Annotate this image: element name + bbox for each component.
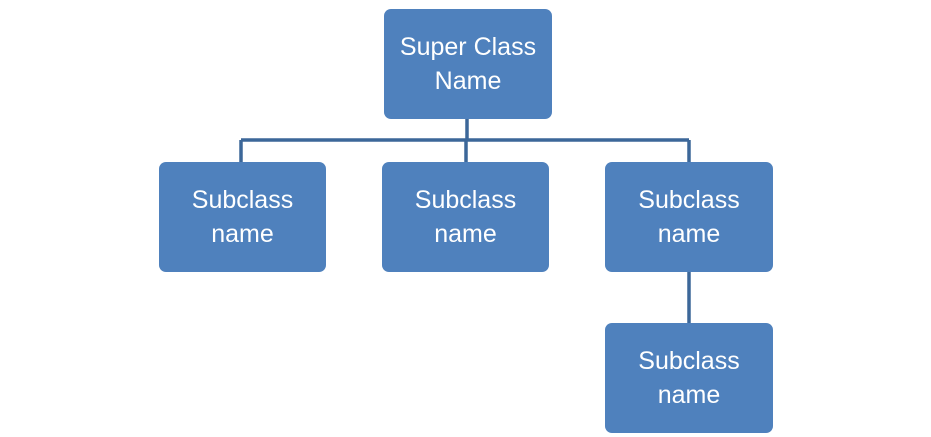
subclass-node-grandchild-line2: name: [657, 381, 721, 409]
superclass-node: Super Class Name: [384, 9, 552, 119]
subclass-node-left: Subclass name: [159, 162, 326, 272]
subclass-node-left-line1: Subclass: [191, 186, 294, 214]
subclass-node-middle: Subclass name: [382, 162, 549, 272]
subclass-node-middle-line1: Subclass: [414, 186, 517, 214]
subclass-node-middle-line2: name: [434, 220, 497, 248]
subclass-node-grandchild-line1: Subclass: [638, 347, 740, 375]
superclass-node-line2: Name: [434, 67, 502, 95]
subclass-node-right-line1: Subclass: [638, 186, 740, 214]
superclass-node-line1: Super Class: [399, 33, 537, 61]
subclass-node-right: Subclass name: [605, 162, 773, 272]
subclass-node-grandchild: Subclass name: [605, 323, 773, 433]
subclass-node-left-line2: name: [211, 220, 274, 248]
subclass-node-right-line2: name: [657, 220, 721, 248]
